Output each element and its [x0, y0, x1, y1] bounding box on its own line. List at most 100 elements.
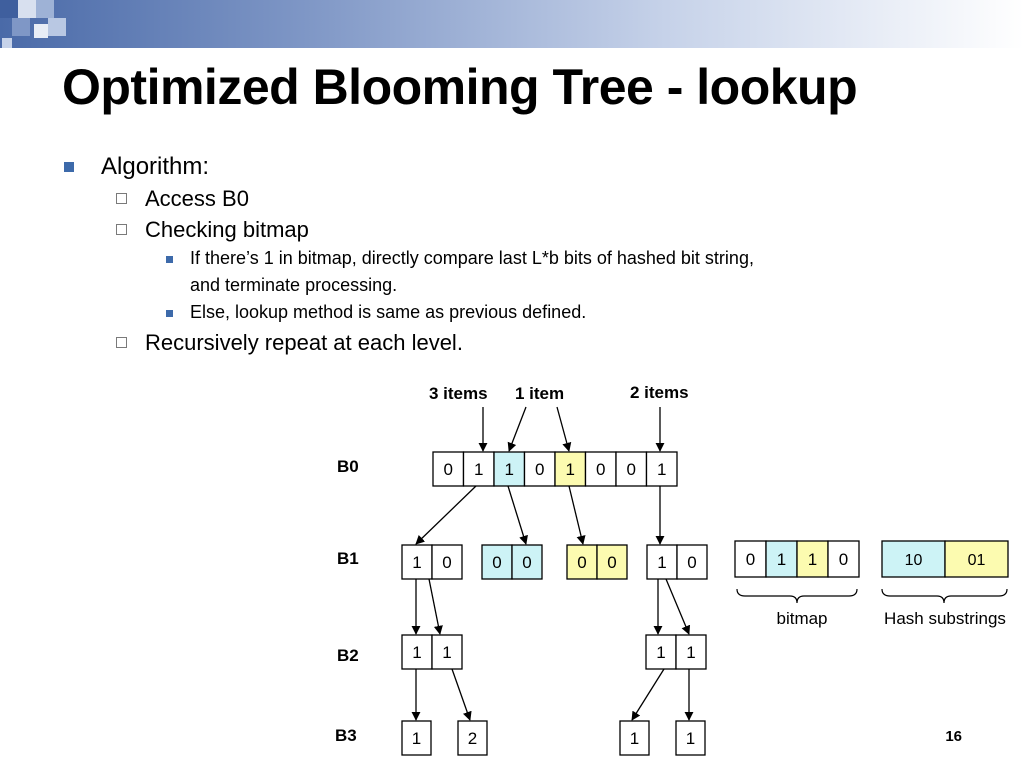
deco-square-6 [48, 18, 66, 36]
arrow [451, 668, 472, 721]
b3-leaf-0-box [401, 720, 432, 756]
bullet-if-line2: and terminate processing. [190, 275, 398, 295]
deco-square-2 [18, 0, 36, 18]
arrow [415, 485, 477, 545]
arrow [665, 578, 691, 635]
legend-hash-1-value: 01 [968, 552, 986, 569]
annotation-two-items: 2 items [630, 383, 689, 402]
b3-leaf-1-value: 2 [468, 729, 477, 748]
b1-node-0-bit-1-value: 0 [442, 553, 451, 572]
b0-bit-0-value: 0 [444, 460, 453, 479]
legend-bitmap-bit-0-box [734, 540, 767, 578]
b2-node-0-bit-1-box [431, 634, 463, 670]
b2-node-0-bit-0-value: 1 [412, 643, 421, 662]
deco-square-5 [34, 24, 48, 38]
b0-bit-2-value: 1 [505, 460, 514, 479]
b1-node-1-bit-0-value: 0 [492, 553, 501, 572]
legend-hash-0-value: 10 [905, 552, 923, 569]
b1-node-1-bit-0-box [481, 544, 513, 580]
deco-square-4 [12, 18, 30, 36]
legend-bitmap-bit-3-value: 0 [839, 550, 848, 569]
b1-node-2-bit-1-box [596, 544, 628, 580]
b1-node-2-bit-0-value: 0 [577, 553, 586, 572]
arrow [556, 406, 572, 452]
bullet-small-marker [166, 310, 173, 317]
b1-node-2-bit-1-value: 0 [607, 553, 616, 572]
bullet-hollow-marker [116, 193, 127, 204]
slide-title: Optimized Blooming Tree - lookup [62, 59, 858, 115]
b1-node-0-bit-0-box [401, 544, 433, 580]
bullet-checking-bitmap: Checking bitmap [145, 217, 309, 242]
level-label-b2: B2 [337, 646, 359, 665]
arrow [568, 485, 586, 545]
b2-node-1-bit-1-value: 1 [686, 643, 695, 662]
bullet-access-b0: Access B0 [145, 186, 249, 211]
b0-bit-3-value: 0 [535, 460, 544, 479]
b1-node-2-bit-0-box [566, 544, 598, 580]
b3-leaf-2-box [619, 720, 650, 756]
bullet-hollow-marker [116, 337, 127, 348]
b0-bit-7-box [645, 451, 678, 487]
b0-bit-5-value: 0 [596, 460, 605, 479]
arrow [507, 406, 527, 452]
bullet-square-marker [64, 162, 74, 172]
legend-bitmap-bit-3-box [827, 540, 860, 578]
b0-bit-0-box [432, 451, 465, 487]
b0-bit-6-box [615, 451, 648, 487]
arrow [631, 668, 665, 721]
b1-node-1-bit-1-value: 0 [522, 553, 531, 572]
b0-bit-2-box [493, 451, 526, 487]
b0-bit-6-value: 0 [627, 460, 636, 479]
bullet-small-marker [166, 256, 173, 263]
bullet-if-line1: If there’s 1 in bitmap, directly compare… [190, 248, 754, 268]
legend-bitmap-bit-2-box [796, 540, 829, 578]
b2-node-1-bit-1-box [675, 634, 707, 670]
legend-hash-0-box [881, 540, 946, 578]
b1-node-3-bit-0-box [646, 544, 678, 580]
b0-bit-5-box [584, 451, 617, 487]
legend-bitmap-bit-2-value: 1 [808, 550, 817, 569]
level-label-b3: B3 [335, 726, 357, 745]
hash-substrings-label: Hash substrings [884, 609, 1006, 628]
b3-leaf-0-value: 1 [412, 729, 421, 748]
b0-bit-3-box [523, 451, 556, 487]
annotation-three-items: 3 items [429, 384, 488, 403]
b3-leaf-3-value: 1 [686, 729, 695, 748]
hash-brace [881, 588, 1008, 604]
b3-leaf-3-box [675, 720, 706, 756]
legend-bitmap-bit-1-value: 1 [777, 550, 786, 569]
deco-square-7 [2, 38, 12, 48]
b1-node-0-bit-1-box [431, 544, 463, 580]
b1-node-3-bit-1-box [676, 544, 708, 580]
bitmap-label: bitmap [776, 609, 827, 628]
level-label-b1: B1 [337, 549, 359, 568]
b2-node-0-bit-1-value: 1 [442, 643, 451, 662]
b1-node-0-bit-0-value: 1 [412, 553, 421, 572]
bullet-hollow-marker [116, 224, 127, 235]
deco-square-1 [0, 0, 18, 18]
legend-hash-1-box [944, 540, 1009, 578]
annotation-one-item: 1 item [515, 384, 564, 403]
bullet-recursive: Recursively repeat at each level. [145, 330, 463, 355]
arrow [428, 578, 443, 635]
b0-bit-7-value: 1 [657, 460, 666, 479]
bullet-else: Else, lookup method is same as previous … [190, 302, 587, 322]
legend-bitmap-bit-0-value: 0 [746, 550, 755, 569]
bullet-algorithm: Algorithm: [101, 153, 210, 180]
b2-node-1-bit-0-value: 1 [656, 643, 665, 662]
b0-bit-4-box [554, 451, 587, 487]
header-decoration [0, 0, 1024, 48]
bitmap-brace [736, 588, 858, 604]
b0-bit-4-value: 1 [566, 460, 575, 479]
b0-bit-1-box [462, 451, 495, 487]
b3-leaf-2-value: 1 [630, 729, 639, 748]
b3-leaf-1-box [457, 720, 488, 756]
b0-bit-1-value: 1 [474, 460, 483, 479]
b2-node-1-bit-0-box [645, 634, 677, 670]
arrow [507, 485, 528, 545]
b1-node-3-bit-0-value: 1 [657, 553, 666, 572]
b1-node-3-bit-1-value: 0 [687, 553, 696, 572]
deco-square-3 [36, 0, 54, 18]
